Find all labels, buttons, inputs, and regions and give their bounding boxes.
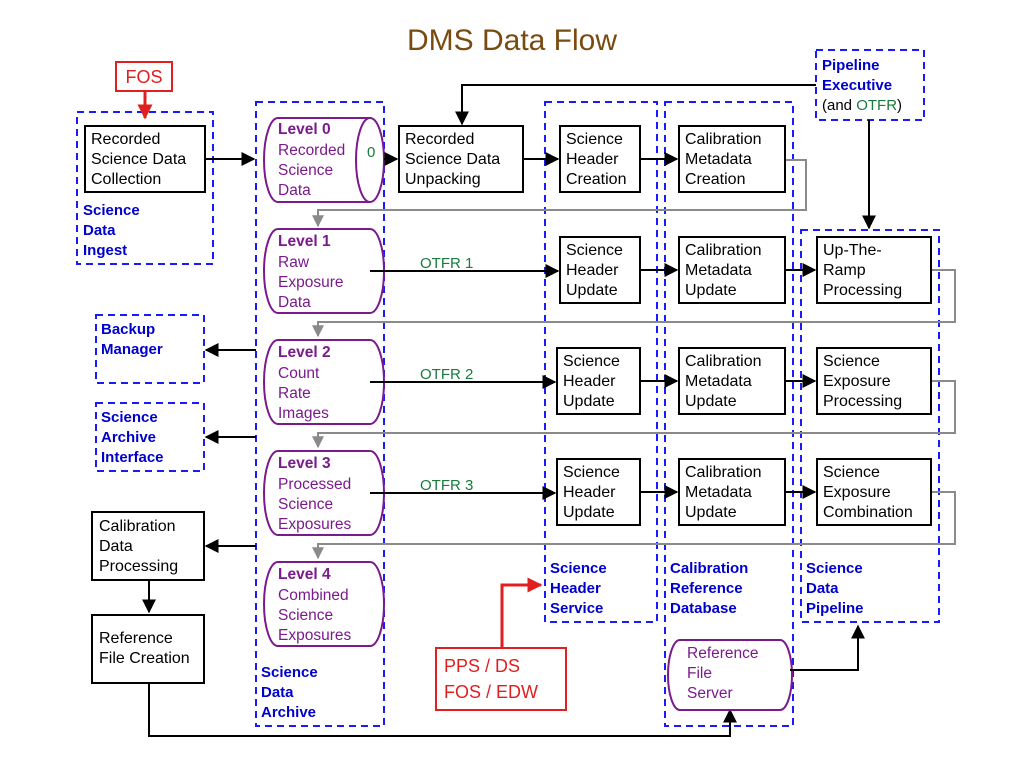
pipeline-box-2-text: Science Exposure Combination — [823, 464, 913, 521]
level-1-heading: Level 1 — [278, 233, 331, 250]
science-data-archive-group — [255, 101, 385, 727]
pipeline-executive-and-otfr: (and OTFR) — [822, 97, 902, 114]
unpacking-box — [398, 125, 524, 193]
loop-connector-1 — [312, 269, 956, 338]
science-archive-interface-group — [95, 402, 205, 472]
zero-label: 0 — [367, 144, 375, 161]
level-4-heading: Level 4 — [278, 566, 331, 583]
backup-manager-group — [95, 314, 205, 384]
cal-box-0-text: Calibration Metadata Creation — [685, 131, 766, 188]
calibration-data-processing-text: Calibration Data Processing — [99, 518, 180, 575]
loop-connector-0 — [312, 159, 807, 228]
science-archive-interface-label: Science Archive Interface — [101, 409, 164, 466]
reference-file-creation-text: Reference File Creation — [99, 630, 190, 667]
fos-label: FOS — [125, 67, 162, 87]
server-to-pipeline-arrow — [790, 624, 865, 671]
recorded-science-data-collection-text: Recorded Science Data Collection — [91, 131, 191, 188]
header-box-1-text: Science Header Update — [566, 242, 627, 299]
archive-level-3: Level 3 Processed Science Exposures — [263, 450, 385, 536]
header-box-2 — [556, 347, 641, 415]
archive-level-4: Level 4 Combined Science Exposures — [263, 561, 385, 647]
header-box-1 — [559, 236, 641, 304]
archive-level-1: Level 1 Raw Exposure Data — [263, 228, 385, 314]
header-box-0 — [559, 125, 641, 193]
header-box-0-text: Science Header Creation — [566, 131, 627, 188]
cal-box-3-text: Calibration Metadata Update — [685, 464, 766, 521]
archive-level-0: Level 0 Recorded Science Data — [263, 117, 385, 203]
diagram-title: DMS Data Flow — [407, 24, 617, 57]
reference-file-creation-box — [91, 614, 205, 684]
loop-connector-3 — [312, 491, 956, 560]
reference-file-server-text: Reference File Server — [687, 645, 763, 702]
cal-box-0 — [678, 125, 786, 193]
cal-box-3 — [678, 458, 786, 526]
level-0-heading: Level 0 — [278, 121, 331, 138]
calibration-reference-database-label: Calibration Reference Database — [670, 560, 753, 617]
level-2-heading: Level 2 — [278, 344, 331, 361]
loop-connector-2 — [312, 380, 956, 449]
science-data-pipeline-group — [800, 229, 940, 623]
otfr-1-label: OTFR 1 — [420, 255, 473, 272]
science-data-pipeline-label: Science Data Pipeline — [806, 560, 867, 617]
pps-ds-text: PPS / DS FOS / EDW — [444, 656, 538, 702]
level-2-text: Count Rate Images — [278, 365, 329, 422]
backup-manager-label: Backup Manager — [101, 321, 163, 358]
pipeline-box-1-text: Science Exposure Processing — [823, 353, 902, 410]
science-header-service-label: Science Header Service — [550, 560, 611, 617]
cal-box-2-text: Calibration Metadata Update — [685, 353, 766, 410]
level-0-text: Recorded Science Data — [278, 142, 350, 199]
header-box-3 — [556, 458, 641, 526]
otfr-3-label: OTFR 3 — [420, 477, 473, 494]
science-header-service-group — [544, 101, 658, 623]
reffile-to-server-arrow — [148, 683, 737, 737]
science-data-ingest-label: Science Data Ingest — [83, 202, 144, 259]
calibration-data-processing-box — [91, 511, 205, 581]
science-data-archive-label: Science Data Archive — [261, 664, 322, 721]
recorded-science-data-collection-box — [84, 125, 206, 193]
header-box-2-text: Science Header Update — [563, 353, 624, 410]
pipeline-box-0 — [816, 236, 932, 304]
pipeline-box-1 — [816, 347, 932, 415]
level-3-text: Processed Science Exposures — [278, 476, 356, 533]
pipeline-executive-label: Pipeline Executive — [822, 57, 892, 94]
level-1-text: Raw Exposure Data — [278, 254, 348, 311]
pipeline-box-0-text: Up-The- Ramp Processing — [823, 242, 902, 299]
level-3-heading: Level 3 — [278, 455, 331, 472]
pps-to-header-service-arrow — [500, 577, 543, 648]
exec-to-unpacking-arrow — [455, 84, 816, 126]
archive-level-2: Level 2 Count Rate Images — [263, 339, 385, 425]
unpacking-text: Recorded Science Data Unpacking — [405, 131, 505, 188]
otfr-2-label: OTFR 2 — [420, 366, 473, 383]
reference-file-server: Reference File Server — [667, 639, 793, 711]
pipeline-box-2 — [816, 458, 932, 526]
header-box-3-text: Science Header Update — [563, 464, 624, 521]
cal-box-1-text: Calibration Metadata Update — [685, 242, 766, 299]
level-4-text: Combined Science Exposures — [278, 587, 353, 644]
